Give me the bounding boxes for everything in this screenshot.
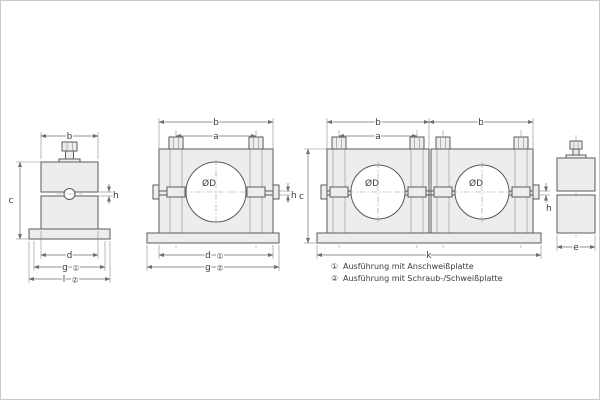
dim-label-h: h (113, 191, 119, 201)
clamp-upper-half (40, 161, 99, 193)
dim-label-d: d (67, 251, 73, 261)
dim-e: e (556, 235, 596, 254)
dim-label-c: c (299, 192, 304, 202)
variant-mark-1: ① (73, 264, 80, 273)
dim-h: h (539, 183, 553, 215)
dim-label-h: h (546, 204, 552, 214)
dim-label-e: e (573, 243, 579, 253)
bolt-side (58, 141, 81, 163)
hex-nut (433, 186, 453, 198)
bolt-head (331, 136, 347, 150)
dim-label-d: d (205, 251, 211, 261)
legend-text-2: Ausführung mit Schraub-/Schweißplatte (343, 274, 503, 283)
split-lug (272, 184, 280, 200)
dim-label-k: k (426, 251, 432, 261)
hex-nut (246, 186, 266, 198)
dim-d: d (40, 231, 99, 262)
split-lug (152, 184, 160, 200)
variant-mark-2: ② (217, 264, 224, 273)
legend-text-1: Ausführung mit Anschweißplatte (343, 262, 474, 271)
legend-symbol-1: ① (331, 262, 338, 271)
dim-label-l: l (63, 275, 66, 285)
legend: ① Ausführung mit Anschweißplatte ② Ausfü… (331, 262, 503, 283)
dim-b: b (40, 131, 99, 159)
dim-b: b (158, 117, 274, 149)
bolt-head (513, 136, 529, 150)
bolt-side (565, 140, 587, 159)
variant-mark-2: ② (72, 276, 79, 285)
split-lug (320, 184, 328, 200)
bolt-head (168, 136, 184, 150)
variant-mark-1: ① (217, 252, 224, 261)
clamp-lower-half (556, 194, 596, 234)
dim-label-g: g (205, 263, 211, 273)
dim-label-c: c (9, 196, 14, 206)
dim-g: g ② (146, 245, 280, 274)
dim-label-b: b (478, 118, 484, 128)
view-side-double: e (556, 135, 596, 254)
dim-g: g ① (33, 241, 106, 274)
dim-label-diameter: ØD (365, 178, 379, 189)
weld-plate (316, 232, 542, 244)
dim-b-right: b (428, 117, 534, 149)
dim-label-a: a (375, 132, 381, 142)
bolt-head (248, 136, 264, 150)
dim-label-diameter: ØD (469, 178, 483, 189)
hex-nut (511, 186, 531, 198)
dim-c: c (7, 161, 41, 240)
dim-l: l ② (28, 241, 111, 286)
weld-plate (146, 232, 280, 244)
weld-plate (28, 228, 111, 240)
dim-label-b: b (375, 118, 381, 128)
view-side-single: b c h d g ① (7, 131, 120, 287)
view-front-double: ØD ØD b (298, 117, 553, 263)
dim-k: k (316, 245, 542, 262)
dim-a: a (338, 131, 418, 143)
split-lug (532, 184, 540, 200)
view-front-single: ØD b a h (146, 117, 298, 274)
clamp-lower-half (40, 195, 99, 230)
legend-symbol-2: ② (331, 274, 338, 283)
dim-h: h (279, 183, 298, 203)
dim-label-a: a (213, 132, 219, 142)
hex-nut (329, 186, 349, 198)
dim-a: a (175, 131, 257, 143)
dim-label-g: g (62, 263, 68, 273)
dim-label-b: b (213, 118, 219, 128)
clamp-upper-half (556, 157, 596, 192)
dim-d: d ① (158, 245, 274, 262)
dim-label-h: h (291, 191, 297, 201)
dim-label-b: b (67, 132, 73, 142)
dim-c: c (298, 148, 327, 244)
bolt-head (409, 136, 425, 150)
hex-nut (166, 186, 186, 198)
dim-label-diameter: ØD (202, 178, 216, 189)
hex-nut (407, 186, 427, 198)
bolt-head (435, 136, 451, 150)
dim-h: h (98, 184, 120, 204)
